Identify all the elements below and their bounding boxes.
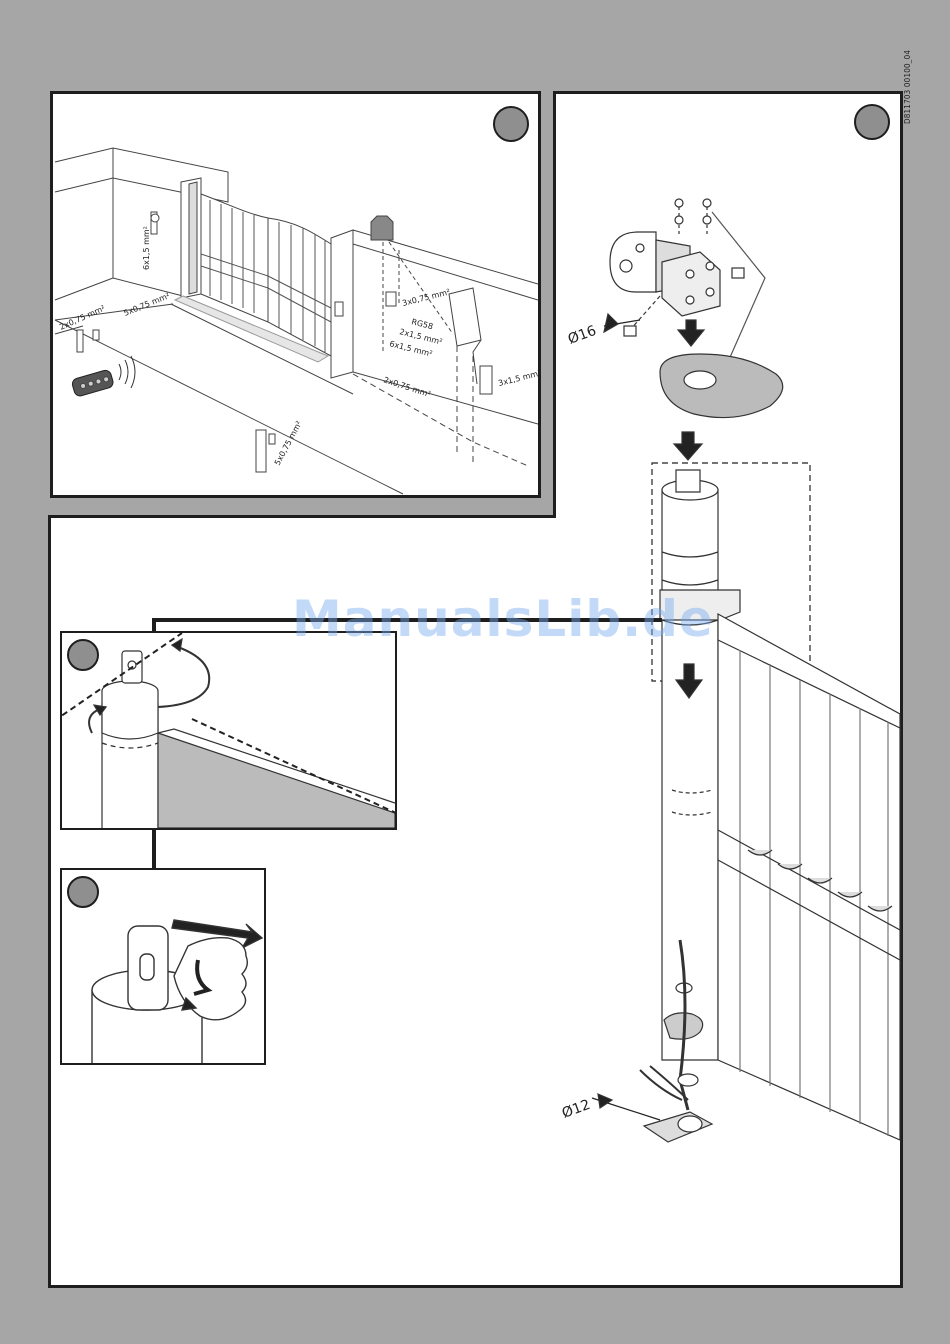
dimension-label-12: Ø12 [560,1097,593,1122]
panel-detail-release [60,868,266,1065]
panel-detail-rotation [60,631,397,830]
screw-icon [675,199,711,234]
watermark: ManualsLib.de [292,590,714,648]
dimension-label-16: Ø16 [566,323,599,348]
release-detail-drawing [62,870,264,1063]
rotation-detail-drawing [62,633,395,828]
